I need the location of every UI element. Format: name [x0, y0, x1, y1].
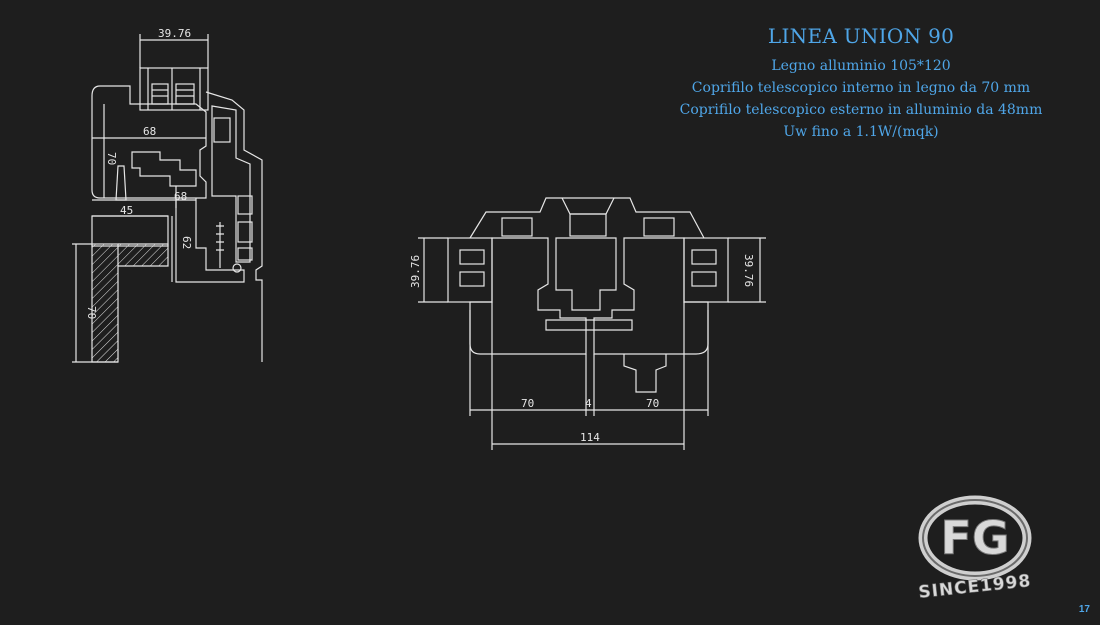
right-spacer-core-2	[691, 271, 717, 287]
dim-45-label: 45	[120, 204, 133, 217]
product-title: LINEA UNION 90	[767, 24, 955, 48]
dim-overall-label: 114	[580, 431, 600, 444]
spec-line-material: Legno alluminio 105*120	[771, 58, 951, 74]
dim-70a-label: 70	[105, 152, 118, 165]
dim-left-height	[418, 237, 448, 303]
logo-monogram: FG	[940, 511, 1009, 565]
left-spacer-core-1	[459, 249, 485, 265]
dim-70b-label: 70	[85, 306, 98, 319]
mullion-center-chamber	[569, 213, 607, 237]
dim-bottom-gap-label: 4	[585, 397, 592, 410]
spec-line-uw-value: Uw fino a 1.1W/(mqk)	[783, 124, 939, 140]
right-sash-wood	[593, 237, 709, 355]
dim-top-width-label: 39.76	[158, 27, 191, 40]
left-glass-spacer	[447, 237, 493, 303]
company-logo: FG SINCE1998	[917, 495, 1033, 600]
dim-right-height-label: 39.76	[742, 254, 755, 287]
frame-profile	[175, 198, 245, 283]
mullion-aluminium-cover	[469, 197, 705, 239]
dim-68a-label: 68	[143, 125, 156, 138]
right-section-drawing	[418, 197, 766, 450]
dim-bottom-left-label: 70	[521, 397, 534, 410]
right-glass-spacer	[683, 237, 729, 303]
aluminium-cladding	[205, 91, 263, 362]
spec-line-external-trim: Coprifilo telescopico esterno in allumin…	[679, 102, 1043, 118]
frame-chamber-1	[237, 195, 253, 215]
dim-right-height	[728, 237, 766, 303]
dim-bottom-right-label: 70	[646, 397, 659, 410]
spec-line-internal-trim: Coprifilo telescopico interno in legno d…	[691, 80, 1031, 96]
internal-trim	[91, 215, 169, 247]
sash-inner-channel	[131, 151, 197, 187]
dim-62-label: 62	[180, 236, 193, 249]
mullion-center-clip	[561, 197, 615, 215]
wall-hatched	[91, 243, 119, 363]
page-number: 17	[1078, 604, 1090, 615]
title-block: LINEA UNION 90 Legno alluminio 105*120 C…	[660, 24, 1062, 143]
dim-left-height-label: 39.76	[409, 255, 422, 288]
dim-68b-label: 68	[174, 190, 187, 203]
left-top-chamber	[501, 217, 533, 237]
frame-screw-head	[232, 263, 242, 273]
mullion-core	[555, 237, 617, 311]
dim-top-width	[139, 34, 209, 68]
right-spacer-core-1	[691, 249, 717, 265]
dim-overall	[491, 302, 685, 450]
mullion-gasket	[545, 319, 633, 331]
gasket-strip	[115, 165, 127, 201]
thermal-break	[213, 117, 231, 143]
left-sash-wood	[469, 237, 587, 355]
dim-68b	[92, 186, 196, 208]
dim-70b	[72, 243, 118, 363]
aluminium-inner-profile	[211, 105, 251, 263]
frame-chamber-2	[237, 221, 253, 243]
handle-housing	[623, 354, 667, 393]
sash-profile	[91, 85, 207, 199]
frame-chamber-3	[237, 247, 253, 261]
dim-bottom-row	[469, 310, 709, 416]
left-spacer-core-2	[459, 271, 485, 287]
fixing-screw	[216, 222, 224, 268]
left-section-drawing	[72, 34, 263, 363]
wall-lintel-hatched	[118, 243, 169, 267]
right-top-chamber	[643, 217, 675, 237]
